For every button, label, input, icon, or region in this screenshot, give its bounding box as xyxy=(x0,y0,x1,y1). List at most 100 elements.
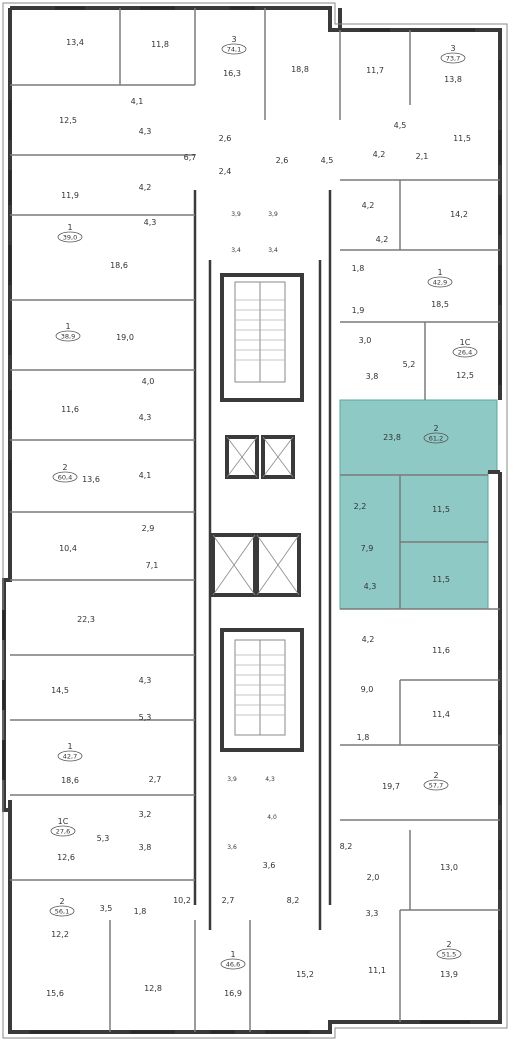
room-label: 5,2 xyxy=(403,360,416,369)
room-label: 3,8 xyxy=(366,372,379,381)
room-label: 8,2 xyxy=(287,896,300,905)
room-label: 5,3 xyxy=(97,834,110,843)
svg-text:42,7: 42,7 xyxy=(63,753,77,761)
room-label: 10,2 xyxy=(173,896,191,905)
svg-text:1: 1 xyxy=(67,742,72,751)
room-label: 3,3 xyxy=(366,909,379,918)
svg-text:1С: 1С xyxy=(58,817,69,826)
room-label: 4,3 xyxy=(144,218,157,227)
room-label: 15,2 xyxy=(296,970,314,979)
room-label: 13,0 xyxy=(440,863,458,872)
apartment-marker[interactable]: 1 39,0 xyxy=(57,223,83,243)
room-label: 4,3 xyxy=(139,127,152,136)
room-label: 1,9 xyxy=(352,306,365,315)
room-label: 10,4 xyxy=(59,544,77,553)
room-label: 13,9 xyxy=(440,970,458,979)
room-label: 3,0 xyxy=(359,336,372,345)
room-label: 3,6 xyxy=(227,844,237,851)
room-label: 3,4 xyxy=(268,247,278,254)
room-label: 12,2 xyxy=(51,930,69,939)
room-label: 4,3 xyxy=(139,676,152,685)
room-label: 11,6 xyxy=(61,405,79,414)
room-label: 4,1 xyxy=(131,97,144,106)
room-label: 11,8 xyxy=(151,40,169,49)
room-label: 14,5 xyxy=(51,686,69,695)
svg-text:56,1: 56,1 xyxy=(55,908,69,916)
room-label: 11,1 xyxy=(368,966,386,975)
svg-text:3: 3 xyxy=(231,35,236,44)
room-label: 3,9 xyxy=(227,776,237,783)
svg-text:2: 2 xyxy=(59,897,64,906)
room-label: 9,0 xyxy=(361,685,374,694)
apartment-marker[interactable]: 2 51,5 xyxy=(436,940,462,960)
apartment-marker[interactable]: 3 74,1 xyxy=(221,35,247,55)
room-label: 6,7 xyxy=(184,153,197,162)
room-label: 3,9 xyxy=(268,211,278,218)
room-label: 11,7 xyxy=(366,66,384,75)
room-label: 4,2 xyxy=(362,635,375,644)
room-label: 18,6 xyxy=(61,776,79,785)
room-label: 3,8 xyxy=(139,843,152,852)
room-label: 12,5 xyxy=(59,116,77,125)
room-label: 11,5 xyxy=(432,575,450,584)
room-label: 2,9 xyxy=(142,524,155,533)
apartment-marker[interactable]: 2 56,1 xyxy=(49,897,75,917)
svg-text:2: 2 xyxy=(433,424,438,433)
svg-text:60,4: 60,4 xyxy=(58,474,72,482)
room-label: 2,2 xyxy=(354,502,367,511)
apartment-marker[interactable]: 3 73,7 xyxy=(440,44,466,64)
elevators xyxy=(211,435,301,597)
room-label: 2,6 xyxy=(276,156,289,165)
room-label: 18,6 xyxy=(110,261,128,270)
elevator-cross-marks xyxy=(212,436,300,596)
svg-text:2: 2 xyxy=(446,940,451,949)
room-label: 11,6 xyxy=(432,646,450,655)
stair-bottom xyxy=(220,628,304,752)
room-label: 13,4 xyxy=(66,38,84,47)
svg-text:73,7: 73,7 xyxy=(446,55,460,63)
room-label: 18,8 xyxy=(291,65,309,74)
room-label: 11,4 xyxy=(432,710,450,719)
svg-text:51,5: 51,5 xyxy=(442,951,456,959)
apartment-marker[interactable]: 2 61,2 xyxy=(423,424,449,444)
room-label: 1,8 xyxy=(357,733,370,742)
room-label: 1,8 xyxy=(134,907,147,916)
apartment-marker[interactable]: 2 60,4 xyxy=(52,463,78,483)
room-label: 4,2 xyxy=(139,183,152,192)
partitions xyxy=(10,8,500,1032)
svg-text:38,9: 38,9 xyxy=(61,333,75,341)
apartment-markers: 3 74,1 3 73,7 1 39,0 1 42,9 1 38,9 1С 26… xyxy=(49,35,478,970)
room-label: 4,1 xyxy=(139,471,152,480)
apartment-marker[interactable]: 1 46,6 xyxy=(220,950,246,970)
room-label: 4,5 xyxy=(321,156,334,165)
room-label: 11,5 xyxy=(432,505,450,514)
svg-text:2: 2 xyxy=(433,771,438,780)
room-label: 16,3 xyxy=(223,69,241,78)
room-label: 23,8 xyxy=(383,433,401,442)
room-label: 4,3 xyxy=(139,413,152,422)
apartment-marker[interactable]: 1С 26,4 xyxy=(452,338,478,358)
svg-text:42,9: 42,9 xyxy=(433,279,447,287)
room-label: 12,5 xyxy=(456,371,474,380)
room-label: 4,0 xyxy=(142,377,155,386)
room-label: 13,6 xyxy=(82,475,100,484)
room-label: 11,9 xyxy=(61,191,79,200)
room-label: 5,3 xyxy=(139,713,152,722)
room-label: 4,2 xyxy=(362,201,375,210)
room-label: 4,5 xyxy=(394,121,407,130)
room-label: 4,2 xyxy=(376,235,389,244)
apartment-marker[interactable]: 1 42,7 xyxy=(57,742,83,762)
room-label: 3,5 xyxy=(100,904,113,913)
room-labels: 13,4 11,8 16,3 18,8 11,7 13,8 4,1 12,5 4… xyxy=(46,38,474,998)
room-label: 2,0 xyxy=(367,873,380,882)
svg-text:74,1: 74,1 xyxy=(227,46,241,54)
room-label: 12,6 xyxy=(57,853,75,862)
apartment-marker[interactable]: 1 42,9 xyxy=(427,268,453,288)
apartment-marker[interactable]: 1 38,9 xyxy=(55,322,81,342)
stair-top xyxy=(220,273,304,402)
room-label: 14,2 xyxy=(450,210,468,219)
room-label: 13,8 xyxy=(444,75,462,84)
apartment-marker[interactable]: 1С 27,6 xyxy=(50,817,76,837)
apartment-marker[interactable]: 2 57,7 xyxy=(423,771,449,791)
